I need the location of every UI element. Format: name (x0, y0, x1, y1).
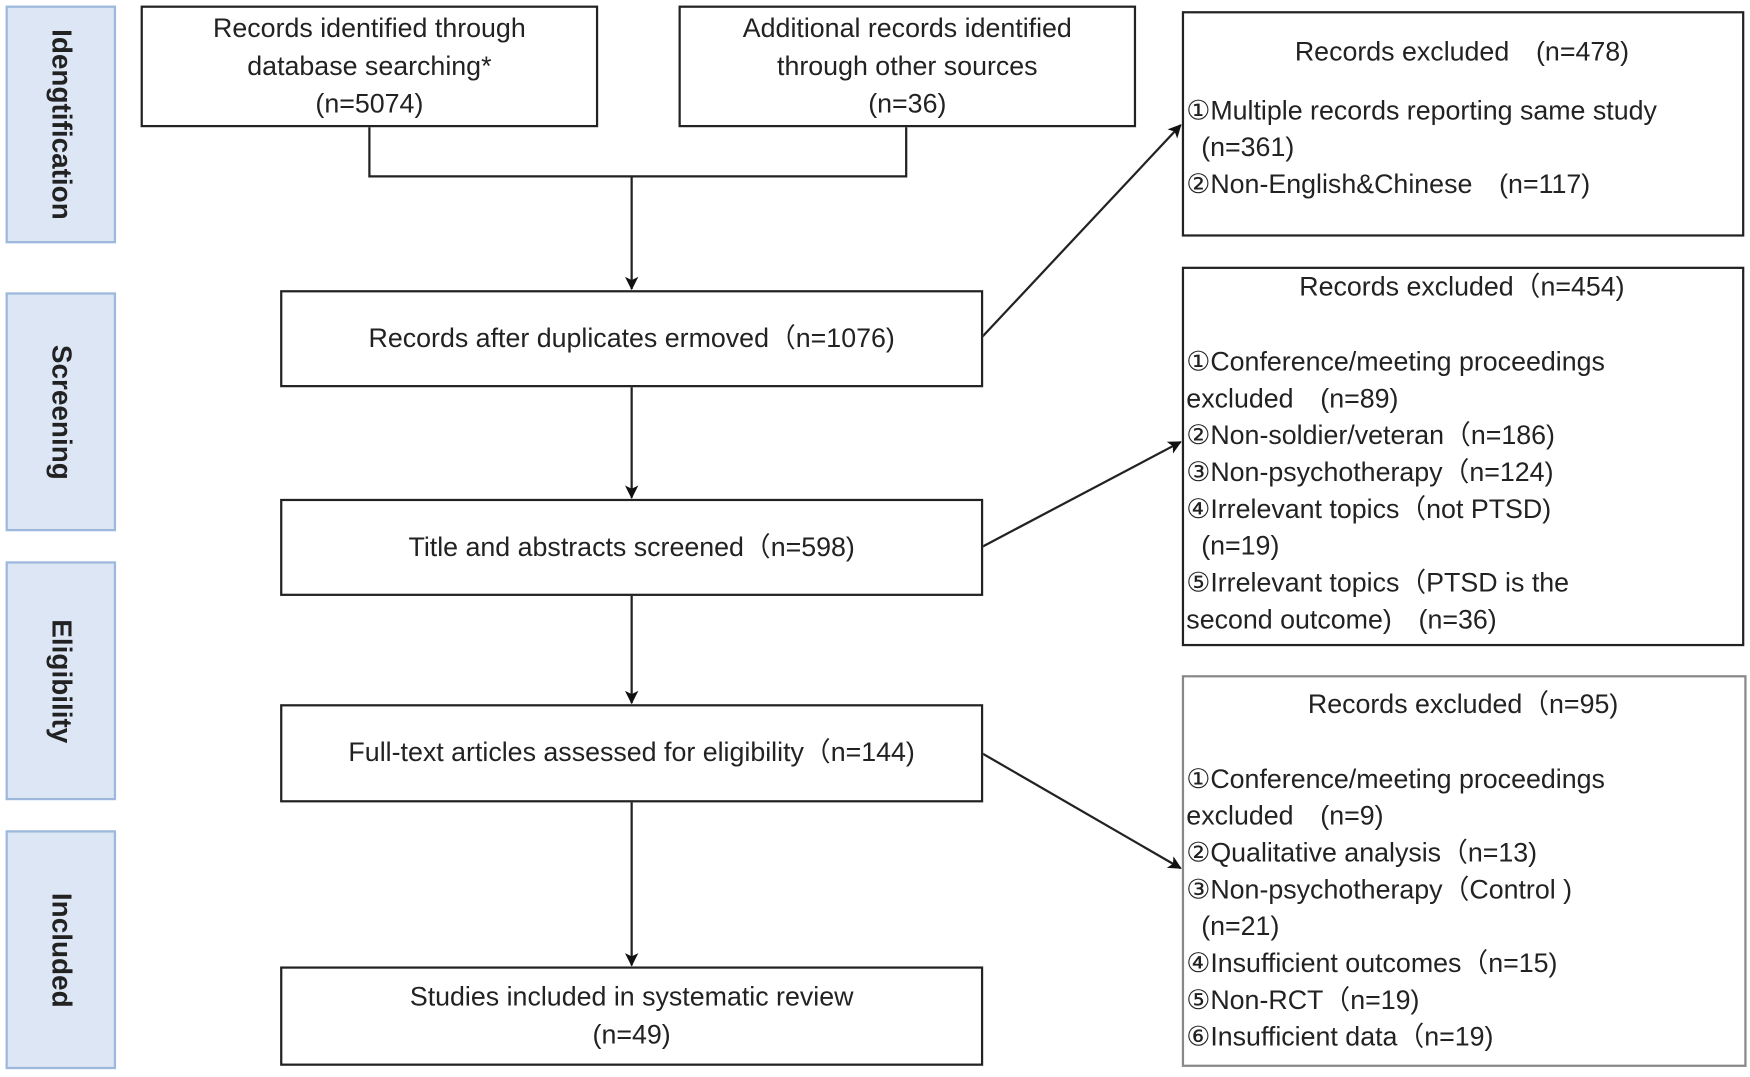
excluded-item: ①Multiple records reporting same study (1186, 95, 1657, 127)
box-text: Studies included in systematic review (409, 981, 854, 1012)
box-text: Records after duplicates ermoved（n=1076) (368, 323, 895, 354)
arrow-exclude (981, 752, 1182, 870)
fulltext-box: Full-text articles assessed for eligibil… (280, 704, 984, 803)
excluded-title: Records excluded (n=478) (1294, 36, 1630, 67)
excluded-title: Records excluded（n=454) (1299, 272, 1625, 303)
box-text: Title and abstracts screened（n=598) (408, 531, 855, 562)
excluded-box-identification: Records excluded (n=478) ①Multiple recor… (1181, 11, 1745, 237)
excluded-item: ①Conference/meeting proceedings (1186, 347, 1605, 378)
excluded-item: ⑤Non-RCT（n=19) (1186, 985, 1420, 1016)
stage-eligibility: Eligibility (5, 561, 117, 801)
stage-screening: Screening (5, 292, 117, 532)
screened-box: Title and abstracts screened（n=598) (280, 498, 984, 596)
excluded-item: ⑤Irrelevant topics（PTSD is the (1186, 568, 1570, 599)
excluded-item: ②Non-soldier/veteran（n=186) (1186, 420, 1555, 451)
box-text: (n=49) (592, 1019, 671, 1050)
box-text: (n=5074) (315, 88, 424, 119)
excluded-item: (n=19) (1186, 531, 1280, 562)
excluded-item: ②Qualitative analysis（n=13) (1186, 838, 1538, 869)
included-box: Studies included in systematic review (n… (280, 966, 984, 1066)
arrow-exclude (981, 440, 1182, 548)
excluded-item: excluded (n=9) (1186, 801, 1384, 832)
box-text: Additional records identified (742, 12, 1072, 43)
other-sources-box: Additional records identified through ot… (678, 5, 1137, 128)
box-text: (n=36) (868, 88, 947, 119)
dedup-box: Records after duplicates ermoved（n=1076) (280, 290, 984, 388)
box-text: database searching* (247, 50, 492, 81)
stage-identification: Idengtification (5, 5, 117, 244)
excluded-box-screening: Records excluded（n=454) ①Conference/meet… (1181, 266, 1745, 647)
stage-included: Included (5, 830, 117, 1070)
merge-line (368, 126, 908, 178)
excluded-item: (n=361) (1186, 132, 1295, 163)
excluded-box-eligibility: Records excluded（n=95) ①Conference/meeti… (1181, 675, 1747, 1067)
database-records-box: Records identified through database sear… (140, 5, 599, 128)
excluded-item: ④Insufficient outcomes（n=15) (1186, 948, 1558, 979)
excluded-item: ④Irrelevant topics（not PTSD) (1186, 494, 1552, 525)
excluded-item: excluded (n=89) (1186, 383, 1399, 415)
excluded-title: Records excluded（n=95) (1307, 689, 1619, 720)
excluded-item: second outcome) (n=36) (1186, 604, 1497, 636)
excluded-item: ②Non-English&Chinese (n=117) (1186, 169, 1591, 200)
box-text: Records identified through (213, 12, 526, 43)
excluded-item: ①Conference/meeting proceedings (1186, 764, 1605, 795)
excluded-item: (n=21) (1186, 911, 1280, 942)
box-text: Full-text articles assessed for eligibil… (348, 737, 915, 768)
excluded-item: ⑥Insufficient data（n=19) (1186, 1022, 1494, 1053)
excluded-item: ③Non-psychotherapy（Control ) (1186, 874, 1573, 906)
box-text: through other sources (777, 50, 1038, 81)
arrow-exclude (981, 124, 1182, 338)
excluded-item: ③Non-psychotherapy（n=124) (1186, 457, 1554, 488)
